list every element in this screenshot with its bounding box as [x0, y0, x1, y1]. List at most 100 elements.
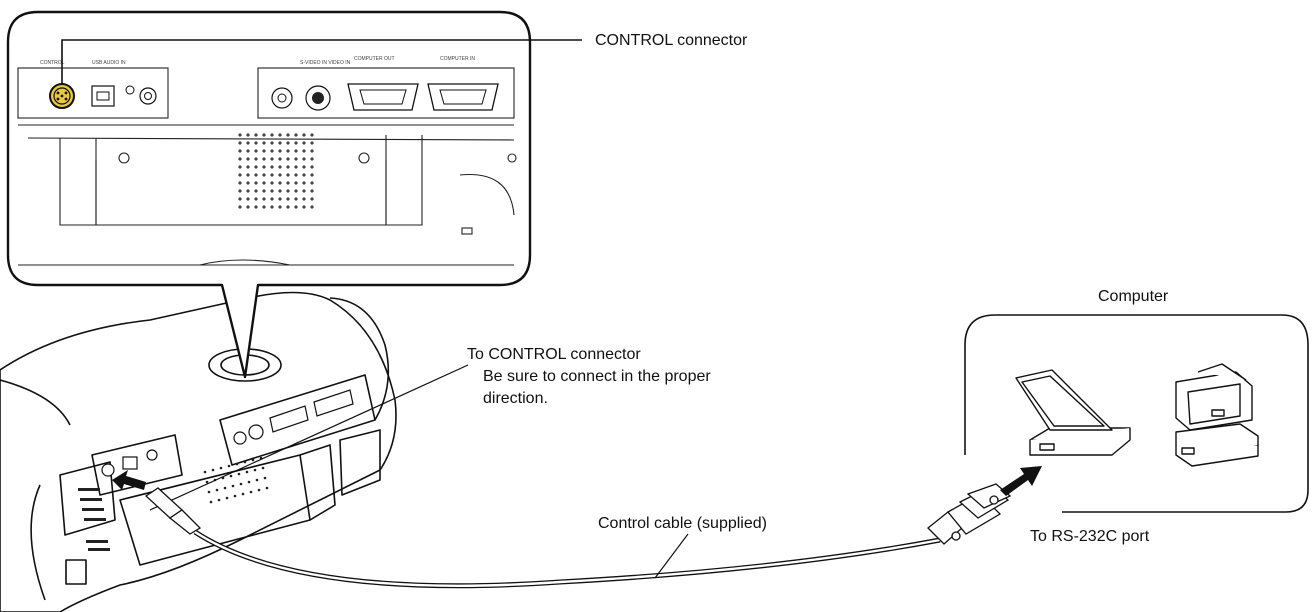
grille-dot [294, 205, 298, 209]
grille-dot [254, 141, 258, 145]
grille-dot [302, 157, 306, 161]
grille-dot [270, 205, 274, 209]
grille-dot [302, 133, 306, 137]
grille-dot [238, 173, 242, 177]
grille-dot [246, 181, 250, 185]
computer-group-box [964, 314, 1309, 513]
grille-dot [262, 173, 266, 177]
grille-dot [270, 133, 274, 137]
to-control-connector-label: To CONTROL connector [467, 346, 641, 363]
grille-dot [302, 197, 306, 201]
grille-dot [262, 165, 266, 169]
grille-dot [246, 165, 250, 169]
grille-dot [238, 165, 242, 169]
grille-dot [302, 205, 306, 209]
grille-dot [246, 189, 250, 193]
control-cable-label: Control cable (supplied) [598, 515, 767, 532]
grille-dot [286, 165, 290, 169]
grille-dot [278, 157, 282, 161]
grille-dot [278, 197, 282, 201]
grille-dot [238, 205, 242, 209]
grille-dot [302, 189, 306, 193]
panel-label-computer-in: COMPUTER IN [440, 56, 475, 62]
grille-dot [270, 197, 274, 201]
grille-dot [278, 149, 282, 153]
panel-label-computer-out: COMPUTER OUT [354, 56, 395, 62]
control-connector-label: CONTROL connector [595, 32, 748, 49]
desktop-computer-icon [1175, 363, 1259, 467]
grille-dot [294, 173, 298, 177]
grille-dot [294, 157, 298, 161]
grille-dot [302, 165, 306, 169]
grille-dot [270, 165, 274, 169]
grille-dot [302, 149, 306, 153]
grille-dot [286, 141, 290, 145]
grille-dot [254, 165, 258, 169]
grille-dot [262, 149, 266, 153]
grille-dot [246, 205, 250, 209]
grille-dot [294, 165, 298, 169]
grille-dot [302, 141, 306, 145]
callout-rear-panel [17, 67, 517, 266]
grille-dot [278, 173, 282, 177]
grille-dot [262, 133, 266, 137]
grille-dot [286, 149, 290, 153]
grille-dot [294, 189, 298, 193]
grille-dot [286, 157, 290, 161]
grille-dot [254, 181, 258, 185]
cable-plug-rs232c [927, 483, 1012, 545]
grille-dot [238, 141, 242, 145]
grille-dot [310, 165, 314, 169]
grille-dot [310, 157, 314, 161]
grille-dot [310, 173, 314, 177]
grille-dot [270, 181, 274, 185]
connection-note-line1: Be sure to connect in the proper [483, 368, 711, 385]
grille-dot [254, 133, 258, 137]
rs232c-arrow [1000, 466, 1042, 496]
panel-labels: CONTROL USB AUDIO IN S-VIDEO IN VIDEO IN… [40, 56, 475, 66]
grille-dot [238, 157, 242, 161]
grille-dot [286, 205, 290, 209]
grille-dot [310, 189, 314, 193]
grille-dot [262, 157, 266, 161]
grille-dot [310, 133, 314, 137]
computer-label: Computer [1098, 288, 1169, 305]
grille-dot [262, 197, 266, 201]
grille-dot [238, 133, 242, 137]
cable-label-leader [654, 533, 689, 579]
grille-dot [262, 205, 266, 209]
projector-illustration [0, 291, 397, 612]
to-control-leader [149, 364, 469, 511]
callout-grille [238, 133, 314, 209]
grille-dot [294, 149, 298, 153]
grille-dot [294, 197, 298, 201]
grille-dot [270, 149, 274, 153]
grille-dot [310, 181, 314, 185]
grille-dot [278, 165, 282, 169]
grille-dot [294, 141, 298, 145]
grille-dot [246, 173, 250, 177]
laptop-icon [1015, 369, 1131, 456]
projector-rear-connectors [101, 389, 354, 477]
grille-dot [310, 205, 314, 209]
cable-plug-projector [144, 487, 202, 535]
grille-dot [246, 133, 250, 137]
grille-dot [246, 149, 250, 153]
grille-dot [270, 157, 274, 161]
callout-connectors [49, 83, 499, 111]
grille-dot [262, 181, 266, 185]
panel-label-control: CONTROL [40, 60, 65, 66]
grille-dot [254, 205, 258, 209]
grille-dot [310, 197, 314, 201]
grille-dot [278, 133, 282, 137]
grille-dot [254, 157, 258, 161]
panel-label-usb-audio-in: USB AUDIO IN [92, 60, 126, 66]
panel-label-s-video-video-in: S-VIDEO IN VIDEO IN [300, 60, 351, 66]
grille-dot [286, 173, 290, 177]
grille-dot [278, 181, 282, 185]
grille-dot [254, 149, 258, 153]
grille-dot [278, 205, 282, 209]
projector-side-slats [78, 488, 110, 551]
